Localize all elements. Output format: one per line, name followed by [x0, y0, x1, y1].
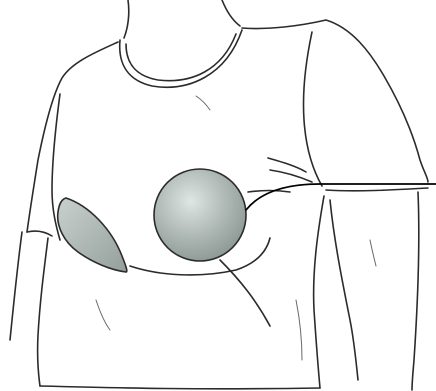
round-breast-form	[154, 169, 246, 261]
